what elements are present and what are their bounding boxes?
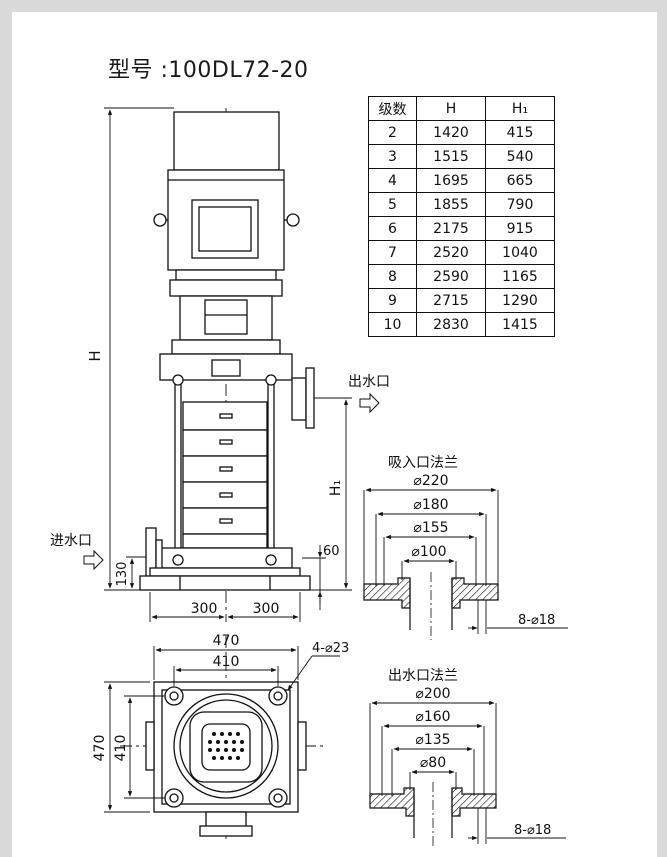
suction-d155: ⌀155: [413, 520, 448, 536]
pump-elevation-view: [139, 108, 315, 622]
suction-d100: ⌀100: [411, 544, 446, 560]
dimension-plan: [104, 646, 340, 813]
table-cell: 4: [368, 168, 417, 193]
table-cell: 1420: [416, 120, 486, 145]
discharge-d160: ⌀160: [415, 709, 450, 725]
label-300-left: 300: [191, 601, 218, 617]
header-stages: 级数: [368, 96, 417, 121]
table-cell: 1040: [485, 240, 555, 265]
table-cell: 2590: [416, 264, 486, 289]
label-410-top: 410: [213, 654, 240, 670]
table-cell: 1855: [416, 192, 486, 217]
label-outlet: 出水口: [348, 374, 390, 390]
inlet-arrow-icon: [83, 549, 104, 571]
discharge-d200: ⌀200: [415, 686, 450, 702]
discharge-flange-title: 出水口法兰: [388, 668, 458, 684]
suction-flange-section: [363, 572, 499, 640]
table-cell: 7: [368, 240, 417, 265]
table-cell: 415: [485, 120, 555, 145]
suction-d220: ⌀220: [413, 473, 448, 489]
table-cell: 2715: [416, 288, 486, 313]
table-cell: 1290: [485, 288, 555, 313]
table-cell: 6: [368, 216, 417, 241]
discharge-d80: ⌀80: [420, 755, 446, 771]
label-470-top: 470: [213, 633, 240, 649]
label-inlet: 进水口: [50, 533, 92, 549]
table-cell: 665: [485, 168, 555, 193]
suction-flange-dimensions: [363, 487, 568, 634]
label-h1: H₁: [328, 480, 344, 496]
table-cell: 540: [485, 144, 555, 169]
table-cell: 2830: [416, 312, 486, 337]
table-cell: 1415: [485, 312, 555, 337]
discharge-flange-dimensions: [369, 700, 566, 844]
label-h: H: [86, 350, 104, 361]
label-470-side: 470: [92, 735, 108, 762]
discharge-flange-section: [369, 782, 497, 846]
label-410-side: 410: [113, 735, 129, 762]
suction-holes: 8-⌀18: [518, 613, 555, 628]
table-cell: 2520: [416, 240, 486, 265]
base-plan-view: [120, 636, 326, 840]
discharge-holes: 8-⌀18: [514, 823, 551, 838]
dimension-h: [104, 107, 174, 591]
table-cell: 915: [485, 216, 555, 241]
model-title: 型号 :100DL72-20: [108, 58, 309, 83]
discharge-d135: ⌀135: [415, 732, 450, 748]
label-130: 130: [115, 562, 130, 587]
suction-flange-title: 吸入口法兰: [388, 455, 458, 471]
label-60: 60: [323, 544, 340, 559]
dimension-130: [126, 556, 146, 589]
dimension-base-width: [149, 592, 301, 622]
table-cell: 10: [368, 312, 417, 337]
motor-fan-grille-icon: [208, 732, 244, 760]
label-bolt-holes: 4-⌀23: [312, 641, 349, 656]
dimension-h1: [302, 397, 352, 610]
table-cell: 9: [368, 288, 417, 313]
suction-d180: ⌀180: [413, 497, 448, 513]
outlet-arrow-icon: [359, 392, 380, 414]
table-cell: 1165: [485, 264, 555, 289]
label-300-right: 300: [253, 601, 280, 617]
table-cell: 2: [368, 120, 417, 145]
table-cell: 5: [368, 192, 417, 217]
